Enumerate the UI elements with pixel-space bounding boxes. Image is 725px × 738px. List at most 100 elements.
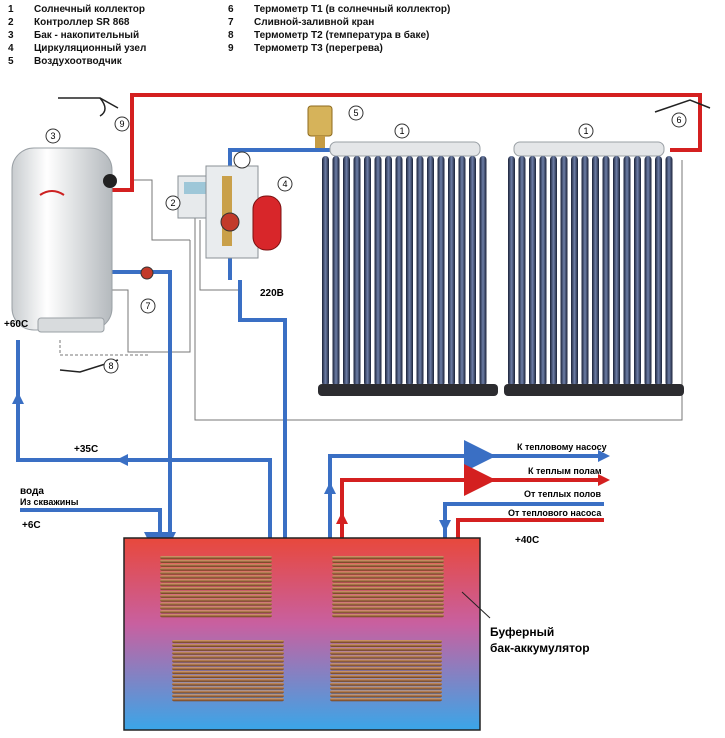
coil-turn — [172, 663, 284, 667]
vacuum-tube — [571, 156, 578, 386]
svg-text:7: 7 — [145, 301, 150, 311]
coil-turn — [332, 583, 444, 587]
from-heat-pump-label: От теплового насоса — [508, 508, 602, 518]
coil-turn — [330, 643, 442, 647]
from-floor-label: От теплых полов — [524, 489, 601, 499]
hot-pipe-main — [110, 93, 702, 192]
coil-turn — [160, 556, 272, 560]
coil-turn — [160, 594, 272, 598]
temp-buffer: +40С — [515, 535, 539, 546]
coil-turn — [330, 651, 442, 655]
to-heat-pump-label: К тепловому насосу — [517, 442, 607, 452]
coil-turn — [330, 678, 442, 682]
coil-turn — [330, 667, 442, 671]
coil-turn — [330, 686, 442, 690]
coil-turn — [160, 567, 272, 571]
callout-2: 2 — [165, 195, 181, 211]
svg-text:9: 9 — [119, 119, 124, 129]
coil-turn — [160, 563, 272, 567]
buffer-label-2: бак-аккумулятор — [490, 641, 590, 655]
svg-text:1: 1 — [583, 126, 588, 136]
arrow-up-return — [12, 392, 24, 404]
svg-text:1: 1 — [399, 126, 404, 136]
coil-turn — [172, 659, 284, 663]
callout-4: 4 — [277, 176, 293, 192]
coil-turn — [330, 671, 442, 675]
vacuum-tube — [613, 156, 620, 386]
control-wires — [59, 160, 683, 421]
vacuum-tube — [427, 156, 434, 386]
coil-turn — [160, 614, 272, 618]
coil-turn — [330, 674, 442, 678]
coil-turn — [160, 610, 272, 614]
coil-turn — [330, 690, 442, 694]
coil-turn — [330, 663, 442, 667]
vacuum-tube — [529, 156, 536, 386]
coil-turn — [332, 594, 444, 598]
coil-turn — [332, 563, 444, 567]
coil-turn — [332, 579, 444, 583]
coil-turn — [330, 682, 442, 686]
coil-turn — [172, 686, 284, 690]
coil-turn — [332, 598, 444, 602]
svg-text:2: 2 — [170, 198, 175, 208]
coil-turn — [332, 556, 444, 560]
coil-turn — [172, 640, 284, 644]
coil-turn — [172, 698, 284, 702]
vacuum-tube — [550, 156, 557, 386]
well-label: Из скважины — [20, 497, 79, 507]
vacuum-tube — [508, 156, 515, 386]
coil-turn — [160, 583, 272, 587]
coil-turn — [330, 659, 442, 663]
coil-turn — [172, 674, 284, 678]
vacuum-tube — [343, 156, 350, 386]
callout-6: 6 — [671, 112, 687, 128]
circulation-unit — [205, 151, 282, 259]
temp-hot-out: +60С — [4, 319, 28, 330]
svg-text:5: 5 — [353, 108, 358, 118]
vacuum-tube — [353, 156, 361, 386]
svg-text:8: 8 — [108, 361, 113, 371]
storage-boiler — [11, 147, 117, 333]
coil-turn — [332, 602, 444, 606]
drain-valve — [140, 266, 154, 280]
callout-1a: 1 — [394, 123, 410, 139]
coil-turn — [332, 590, 444, 594]
vacuum-tube — [479, 156, 487, 386]
coil-turn — [160, 559, 272, 563]
arrow-up-heatpump — [324, 482, 336, 494]
vacuum-tube — [581, 156, 589, 386]
callout-8: 8 — [103, 358, 119, 374]
coil-turn — [332, 606, 444, 610]
vacuum-tube — [406, 156, 413, 386]
solar-collector-2 — [504, 141, 684, 396]
arrow-down-from-floor — [439, 520, 451, 532]
coil-turn — [160, 598, 272, 602]
coil-turn — [160, 575, 272, 579]
coil-turn — [160, 571, 272, 575]
water-label: вода — [20, 486, 44, 497]
callout-3: 3 — [45, 128, 61, 144]
solar-collector-1 — [318, 141, 498, 396]
vacuum-tube — [416, 156, 424, 386]
vacuum-tube — [458, 156, 466, 386]
coil-turn — [172, 690, 284, 694]
vacuum-tube — [602, 156, 610, 386]
vacuum-tube — [374, 156, 382, 386]
coil-turn — [172, 655, 284, 659]
coil-turn — [332, 587, 444, 591]
coil-turn — [160, 606, 272, 610]
coil-turn — [172, 643, 284, 647]
power-label: 220В — [260, 288, 284, 299]
buffer-tank — [123, 537, 491, 731]
coil-turn — [332, 571, 444, 575]
vacuum-tube — [665, 156, 673, 386]
vacuum-tube — [437, 156, 445, 386]
coil-turn — [172, 667, 284, 671]
